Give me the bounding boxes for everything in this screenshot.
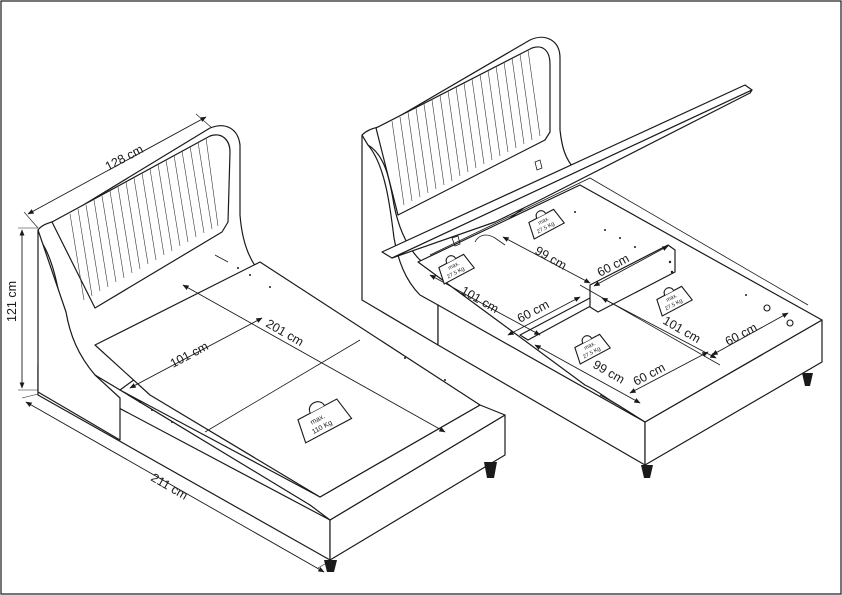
dim-label-height: 121 cm: [5, 281, 19, 322]
right-headboard-channels: [391, 49, 541, 206]
right-bed: 99 cm 60 cm 101 cm 60 cm 101 cm 60 cm 99…: [361, 36, 823, 478]
right-bed-back-side: [361, 134, 439, 346]
dim-line-front-length: [534, 344, 641, 404]
dim-line-front-right-width: [601, 297, 717, 359]
right-bed-leg-front-right: [802, 373, 813, 386]
weight-badge-back-left: max. 27.5 Kg: [438, 253, 476, 285]
dim-label-headboard-width: 128 cm: [103, 142, 146, 174]
dim-line-headboard-width: [27, 116, 207, 215]
left-bed-leg-front-left: [324, 560, 337, 572]
svg-text:max.: max.: [583, 341, 597, 352]
svg-text:max.: max.: [665, 293, 679, 304]
dim-line-back-right-length: [593, 245, 669, 287]
dim-line-front-depth: [629, 351, 709, 394]
right-bed-leg-front-left: [641, 465, 653, 478]
left-bed-leg-front-right: [484, 462, 497, 478]
dim-line-front-right-depth: [711, 312, 789, 356]
weight-badge-front-right: max. 27.5 Kg: [656, 285, 694, 317]
svg-text:max.: max.: [447, 261, 461, 272]
svg-text:max.: max.: [537, 216, 551, 227]
right-floor-holes: [559, 211, 794, 327]
dim-line-back-left-length: [502, 236, 591, 284]
right-headboard-panel: [375, 46, 551, 216]
dim-line-inner-width: [129, 317, 263, 389]
dim-line-inner-length: [182, 284, 446, 433]
dim-line-length: [25, 401, 325, 573]
left-bed: 128 cm 121 cm 211 cm 201 cm 101 cm max. …: [5, 113, 506, 573]
right-lid-top: [391, 89, 753, 259]
dim-line-back-depth: [507, 296, 581, 336]
